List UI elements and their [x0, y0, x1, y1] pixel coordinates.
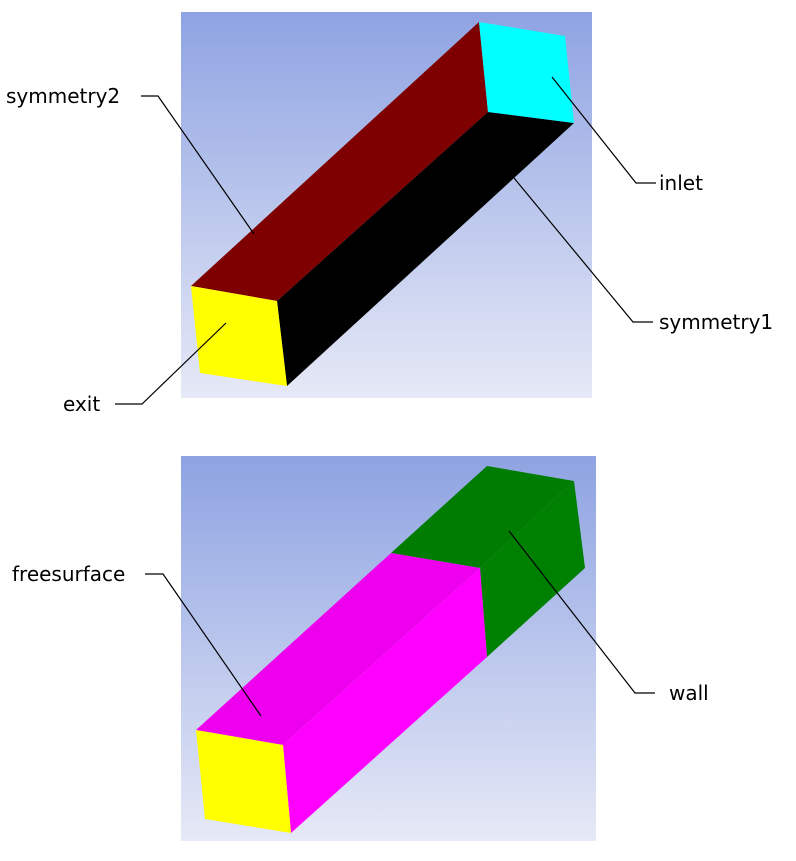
inlet-leader	[551, 76, 656, 184]
bottom-panel: freesurface wall	[12, 456, 709, 841]
wall-side-face	[480, 481, 585, 657]
freesurface-side-face	[283, 568, 487, 833]
freesurface-leader	[145, 573, 262, 717]
top-panel: symmetry2 inlet symmetry1 exit	[6, 12, 773, 416]
symmetry2-label: symmetry2	[6, 84, 120, 108]
symmetry1-face	[277, 112, 574, 386]
freesurface-top-face	[196, 553, 480, 745]
exit-label: exit	[63, 392, 100, 416]
exit-face-bottom	[196, 730, 291, 833]
inlet-label: inlet	[659, 171, 703, 195]
symmetry1-label: symmetry1	[659, 310, 773, 334]
symmetry1-leader	[513, 177, 653, 323]
exit-face	[191, 286, 287, 386]
wall-label: wall	[669, 681, 709, 705]
wall-top-face	[391, 466, 574, 568]
inlet-face	[479, 22, 574, 123]
exit-leader	[115, 322, 227, 405]
symmetry2-face	[191, 22, 488, 301]
wall-leader	[508, 530, 655, 694]
symmetry2-leader	[141, 95, 255, 235]
freesurface-label: freesurface	[12, 562, 125, 586]
